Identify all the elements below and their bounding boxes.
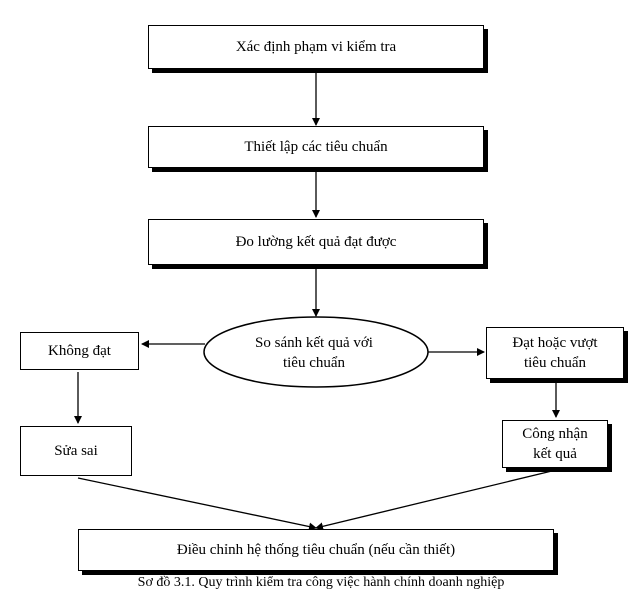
arrow-recognize-to-adjust xyxy=(315,469,557,531)
step-set-standards: Thiết lập các tiêu chuẩn xyxy=(148,126,484,168)
action-fix-label: Sửa sai xyxy=(54,443,98,459)
step-define-scope: Xác định phạm vi kiểm tra xyxy=(148,25,484,69)
outcome-pass-label-line-1: Đạt hoặc vượt xyxy=(512,335,598,351)
step-measure-results-label: Đo lường kết quả đạt được xyxy=(235,234,397,250)
outcome-fail-label: Không đạt xyxy=(48,343,111,359)
arrow-fix-to-adjust xyxy=(77,477,317,531)
compare-label: So sánh kết quả với tiêu chuẩn xyxy=(208,324,420,382)
step-define-scope-label: Xác định phạm vi kiểm tra xyxy=(235,39,397,55)
step-adjust-standards: Điều chỉnh hệ thống tiêu chuẩn (nếu cần … xyxy=(78,529,554,571)
compare-label-line-1: So sánh kết quả với xyxy=(255,335,373,351)
action-recognize-label-line-2: kết quả xyxy=(533,446,577,462)
step-measure-results: Đo lường kết quả đạt được xyxy=(148,219,484,265)
action-recognize: Công nhận kết quả xyxy=(502,420,608,468)
step-set-standards-label: Thiết lập các tiêu chuẩn xyxy=(244,139,388,155)
compare-ellipse xyxy=(203,316,429,388)
outcome-pass-label-line-2: tiêu chuẩn xyxy=(523,355,587,371)
compare-label-line-2: tiêu chuẩn xyxy=(282,355,346,371)
action-fix: Sửa sai xyxy=(20,426,132,476)
step-adjust-standards-label: Điều chỉnh hệ thống tiêu chuẩn (nếu cần … xyxy=(176,542,456,558)
outcome-pass: Đạt hoặc vượt tiêu chuẩn xyxy=(486,327,624,379)
outcome-fail: Không đạt xyxy=(20,332,139,370)
action-recognize-label-line-1: Công nhận xyxy=(522,426,588,442)
diagram-caption: Sơ đồ 3.1. Quy trình kiểm tra công việc … xyxy=(137,575,505,590)
